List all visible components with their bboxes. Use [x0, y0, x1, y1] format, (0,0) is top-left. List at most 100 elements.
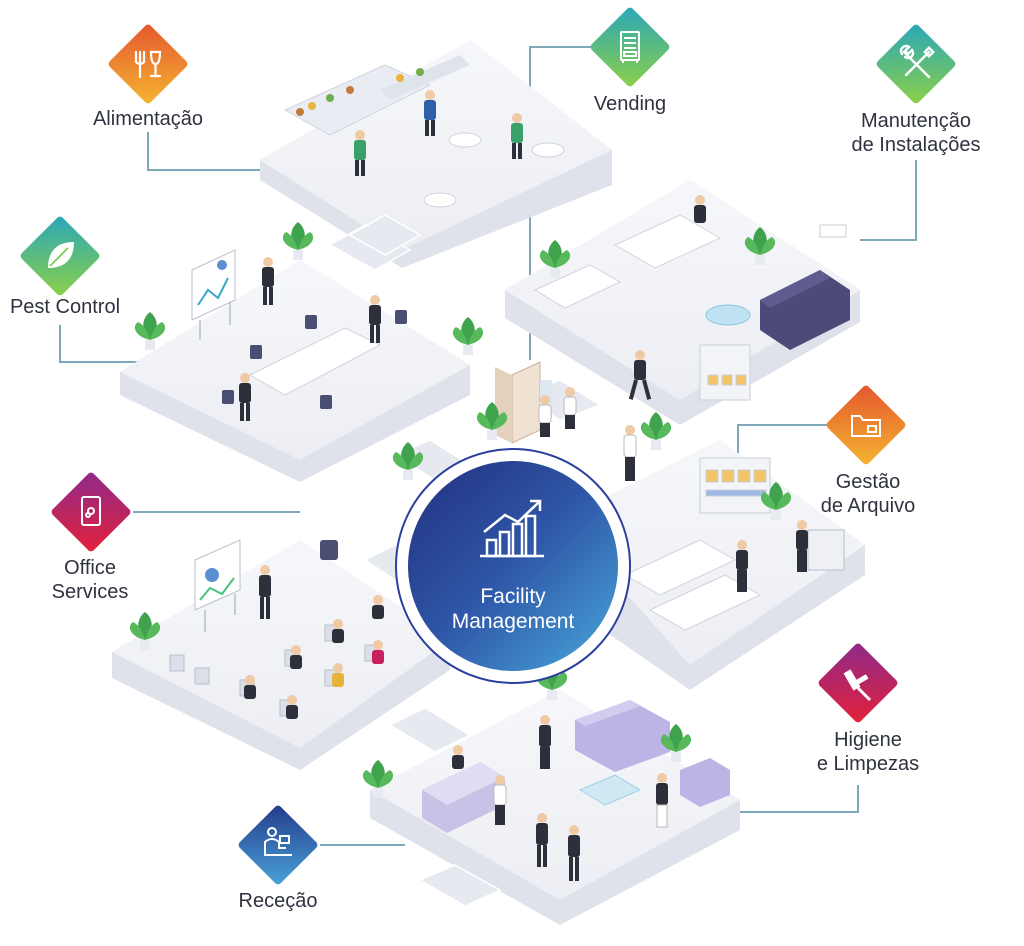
cafe-tables — [423, 132, 565, 208]
glass-table — [578, 774, 642, 806]
plant — [476, 402, 508, 440]
plant — [452, 317, 484, 355]
squeegee-icon — [843, 669, 872, 702]
person — [369, 295, 381, 343]
label-vending: Vending — [593, 93, 667, 115]
person — [332, 619, 344, 643]
lavender-armchair — [680, 758, 730, 807]
office-services-badge — [51, 472, 131, 552]
label-higiene-line1: Higiene — [834, 729, 902, 751]
plant — [134, 312, 166, 350]
lavender-sofa — [575, 700, 670, 772]
air-conditioner — [819, 224, 847, 238]
connector-lines — [59, 46, 917, 846]
label-higiene-line2: e Limpezas — [816, 753, 920, 775]
center-title-line1: Facility — [480, 585, 546, 608]
connector-gestao — [737, 424, 830, 455]
connector-alimentacao — [147, 132, 262, 171]
plant — [744, 227, 776, 265]
office-device-icon — [81, 496, 101, 526]
receptionist-icon — [264, 827, 292, 856]
person — [259, 565, 271, 619]
bar-chart-growth-icon — [480, 499, 544, 558]
person — [539, 715, 551, 769]
label-office-line2: Services — [51, 581, 129, 603]
tools-icon — [899, 44, 935, 79]
desk-workstation — [533, 264, 622, 309]
label-gestao-line2: de Arquivo — [820, 495, 916, 517]
connector-vending — [529, 46, 593, 360]
person — [538, 395, 552, 437]
reception-desk-top — [613, 214, 722, 269]
whiteboard-pest — [191, 249, 236, 340]
label-rececao: Receção — [238, 890, 318, 912]
person — [290, 645, 302, 669]
label-office-services: Office Services — [40, 556, 140, 604]
person — [286, 695, 298, 719]
person — [736, 540, 748, 592]
kitchen-shelf — [380, 55, 470, 100]
platform-alimentacao — [260, 40, 612, 268]
label-office-line1: Office — [64, 557, 116, 579]
bookshelf — [699, 344, 751, 401]
person — [372, 640, 384, 664]
plant — [640, 412, 672, 450]
office-furniture — [169, 55, 850, 833]
pest-control-badge — [20, 216, 100, 296]
person — [354, 130, 366, 176]
reception-counter — [422, 762, 505, 833]
meeting-chairs — [222, 310, 407, 409]
person — [424, 90, 436, 136]
label-manutencao-line1: Manutenção — [860, 110, 972, 132]
person — [239, 373, 251, 421]
whiteboard-office — [194, 539, 241, 632]
person — [372, 595, 384, 619]
person — [796, 520, 808, 572]
person — [452, 745, 464, 769]
plant — [392, 442, 424, 480]
higiene-badge — [818, 643, 898, 723]
plant — [362, 760, 394, 798]
vending-machine-icon — [620, 31, 640, 63]
connector-manutencao — [860, 160, 917, 241]
person — [563, 387, 577, 429]
facility-management-hub — [395, 448, 631, 684]
food-items — [296, 68, 424, 116]
alimentacao-badge — [108, 24, 188, 104]
open-desks — [623, 539, 762, 631]
vending-badge — [590, 7, 670, 87]
person — [628, 350, 652, 400]
cutlery-icon — [134, 50, 162, 79]
coffee-table — [705, 304, 751, 326]
person — [493, 775, 507, 825]
printer — [807, 529, 845, 571]
plant — [129, 612, 161, 650]
label-alimentacao: Alimentação — [92, 108, 204, 130]
person — [262, 257, 274, 305]
label-gestao-line1: Gestão — [835, 471, 901, 493]
center-title-line2: Management — [451, 610, 575, 633]
plant — [760, 482, 792, 520]
label-manutencao: Manutenção de Instalações — [846, 109, 986, 157]
plant — [539, 240, 571, 278]
kitchen-counter — [283, 64, 432, 136]
sofa — [760, 270, 850, 350]
person — [536, 813, 548, 867]
armchair-office — [320, 540, 338, 560]
people — [239, 90, 808, 881]
connector-pest-control — [59, 325, 140, 363]
archive-shelves — [699, 457, 771, 514]
manutencao-badge — [876, 24, 956, 104]
platform-office — [112, 540, 450, 770]
gestao-badge — [826, 385, 906, 465]
rececao-badge — [238, 805, 318, 885]
leaf-icon — [48, 242, 74, 268]
label-pest-control: Pest Control — [9, 296, 121, 318]
plant — [660, 724, 692, 762]
label-manutencao-line2: de Instalações — [851, 134, 981, 156]
person — [568, 825, 580, 881]
person — [244, 675, 256, 699]
center-title: Facility Management — [413, 584, 613, 634]
person — [694, 195, 706, 223]
